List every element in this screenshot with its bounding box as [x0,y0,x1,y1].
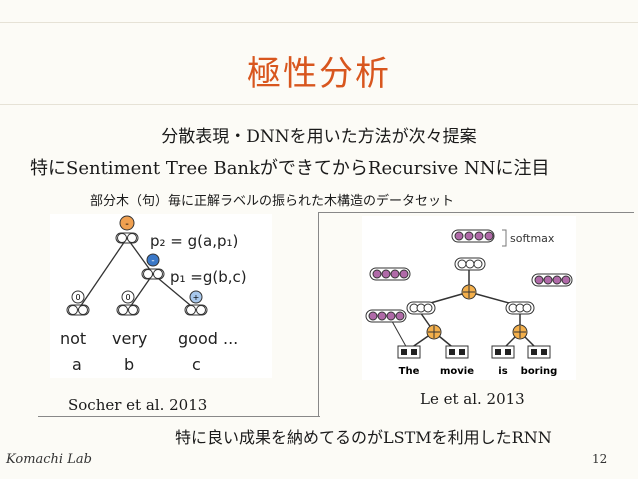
p1-vector [141,268,165,280]
le-network-figure: softmax [362,216,576,380]
leaf-c-label-text: + [193,293,200,302]
leaf-b-vector [116,304,140,316]
root-label-text: - [125,219,129,230]
bullet-line-4: 特に良い成果を納めてるのがLSTMを利用したRNN [175,428,552,447]
equation-p1: p₁ =g(b,c) [170,268,247,286]
letter-c: c [192,355,201,374]
word-movie: movie [440,366,474,377]
word-very: very [112,329,147,348]
footer-lab-name: Komachi Lab [6,452,92,467]
socher-tree-svg: - - 0 0 [60,215,247,374]
softmax-label: softmax [510,232,555,245]
word-the: The [399,366,420,377]
caption-socher: Socher et al. 2013 [68,396,208,414]
lower-left-softmax-vector [365,309,407,323]
figure-frame-bottom-left [38,416,320,417]
word-vector-movie [445,345,469,359]
root-vector [115,232,139,244]
top-rule [0,22,638,23]
slide-title: 極性分析 [247,54,391,94]
figure-frame-top-right [318,212,634,213]
right-softmax-vector [531,273,573,287]
root-label-node [119,215,135,231]
word-vector-the [397,345,421,359]
leaf-a-label-node [71,290,85,304]
word-good: good ... [178,329,238,348]
word-vector-boring [527,345,551,359]
word-vector-is [491,345,515,359]
bullet-line-1: 分散表現・DNNを用いた方法が次々提案 [161,127,477,147]
root-hidden-vector [454,257,486,271]
softmax-vector [451,229,495,243]
caption-le: Le et al. 2013 [420,390,525,408]
leaf-a-label-text: 0 [75,293,80,302]
le-network-svg: softmax [365,229,573,377]
left-softmax-vector [369,267,411,281]
leaf-a-vector [66,304,90,316]
figure-frame-divider [318,212,319,416]
right-hidden-vector [505,301,535,315]
p1-label-node [146,253,160,267]
leaf-c-vector [184,304,208,316]
letter-a: a [72,355,82,374]
leaf-b-label-text: 0 [125,293,130,302]
word-boring: boring [521,366,558,377]
leaf-c-label-node [189,290,203,304]
title-underline [0,104,638,105]
word-is: is [498,366,507,377]
word-not: not [60,329,86,348]
left-hidden-vector [406,301,436,315]
bullet-line-2: 特にSentiment Tree BankができてからRecursive NNに… [30,158,550,179]
p1-label-text: - [151,256,154,266]
letter-b: b [124,355,134,374]
equation-p2: p₂ = g(a,p₁) [150,232,238,250]
socher-tree-figure: - - 0 0 [50,214,272,378]
bullet-line-3: 部分木（句）毎に正解ラベルの振られた木構造のデータセット [90,194,455,209]
leaf-b-label-node [121,290,135,304]
footer-page-number: 12 [592,452,608,466]
